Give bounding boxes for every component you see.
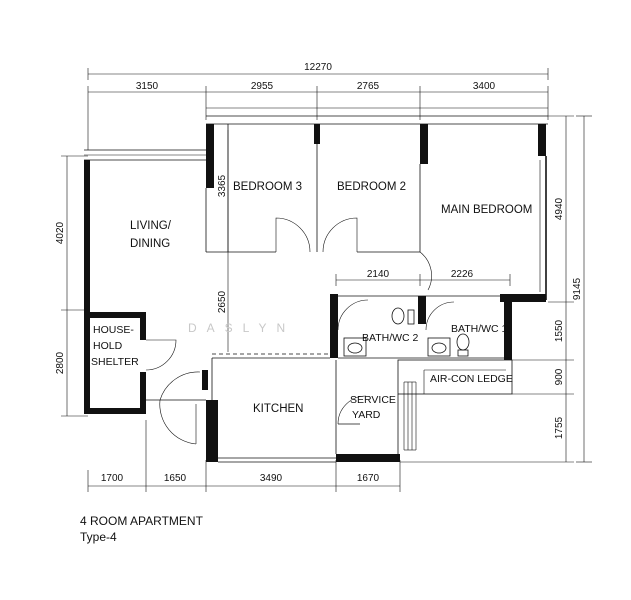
dim-left-2: 2800: [55, 351, 66, 374]
dim-right-4: 1755: [554, 416, 565, 439]
dim-bottom-1: 1700: [101, 473, 124, 484]
label-bedroom-2: BEDROOM 2: [337, 181, 406, 193]
watermark: DASLYN: [188, 321, 295, 335]
doors: [145, 217, 455, 445]
label-bath-wc-1: BATH/WC 1: [451, 323, 508, 335]
dim-top-1: 3150: [136, 81, 159, 92]
label-main-bedroom: MAIN BEDROOM: [441, 204, 532, 216]
label-aircon-ledge: AIR-CON LEDGE: [430, 373, 513, 385]
dim-right-1: 4940: [554, 197, 565, 220]
label-living-line-1: LIVING/: [130, 220, 172, 232]
label-bath-wc-2: BATH/WC 2: [362, 332, 419, 344]
label-service-line-2: YARD: [352, 409, 381, 421]
walls: [84, 115, 548, 463]
dim-overall-width: 12270: [304, 62, 332, 73]
label-living-line-2: DINING: [130, 238, 170, 250]
dim-top-4: 3400: [473, 81, 496, 92]
dim-bottom-4: 1670: [357, 473, 380, 484]
label-shelter-line-3: SHELTER: [91, 356, 139, 368]
label-service-line-1: SERVICE: [350, 394, 396, 406]
caption-title: 4 ROOM APARTMENT: [80, 514, 203, 528]
dim-bottom-3: 3490: [260, 473, 283, 484]
label-shelter-line-2: HOLD: [93, 340, 123, 352]
label-bedroom-3: BEDROOM 3: [233, 181, 302, 193]
dim-top-3: 2765: [357, 81, 380, 92]
dimension-lines: [61, 68, 592, 492]
dim-bottom-2: 1650: [164, 473, 187, 484]
dim-living-depth: 2650: [217, 290, 228, 313]
dim-bedroom3-depth: 3365: [217, 174, 228, 197]
dim-right-2: 1550: [554, 319, 565, 342]
dim-right-3: 900: [554, 368, 565, 385]
dim-right-overall: 9145: [572, 277, 583, 300]
fixtures: [343, 307, 470, 357]
label-shelter-line-1: HOUSE-: [93, 324, 134, 336]
dim-left-1: 4020: [55, 221, 66, 244]
label-kitchen: KITCHEN: [253, 403, 303, 415]
dim-bath2-width: 2140: [367, 269, 390, 280]
caption-type: Type-4: [80, 530, 117, 544]
dim-bath1-width: 2226: [451, 269, 474, 280]
dim-top-2: 2955: [251, 81, 274, 92]
